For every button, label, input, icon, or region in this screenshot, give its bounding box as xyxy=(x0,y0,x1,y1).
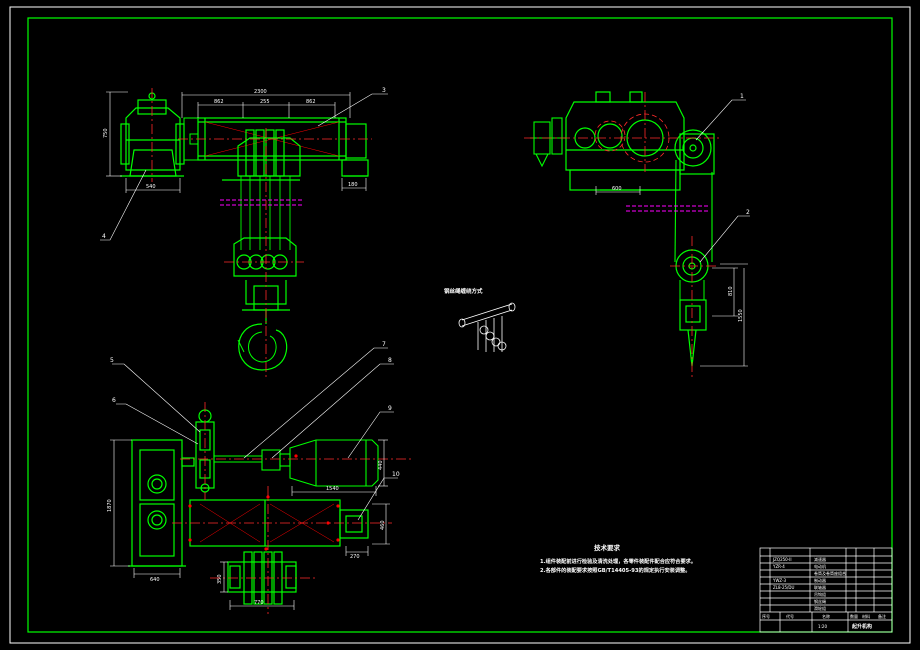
wiring-label: 钢丝绳缠绕方式 xyxy=(444,287,483,295)
tech-requirement-1: 1.组件装配前进行检验及清洗处理，各零件装配件配合应符合要求。 xyxy=(540,557,696,565)
tech-requirement-2: 2.各部件的装配要求按照GB/T14405-93的规定执行安装调整。 xyxy=(540,566,690,574)
tb-header: 序号 xyxy=(762,613,770,619)
tb-scale: 1:20 xyxy=(818,624,827,629)
dim-plan-gearbox-width: 640 xyxy=(150,577,160,583)
callout-9: 9 xyxy=(388,405,392,412)
dim-bearing-width: 770 xyxy=(254,600,264,606)
plan-view xyxy=(110,347,412,614)
dim-plan-total-height: 1870 xyxy=(107,499,113,512)
title-block-rows: JZQ250-II 减速器 YZR-4 电动机 卷筒及卷筒座组合 YWZ-3 制… xyxy=(772,556,846,611)
outer-border xyxy=(9,6,911,644)
tb-header: 数量 xyxy=(850,613,858,619)
dim-drum-end-width: 180 xyxy=(348,182,358,188)
callout-7: 7 xyxy=(382,341,386,348)
dim-motor-height: 440 xyxy=(378,460,384,470)
tb-header: 备注 xyxy=(878,613,886,619)
dim-drum-seg-left: 862 xyxy=(214,99,224,105)
tb-row-name: 滑轮组 xyxy=(814,605,826,611)
tb-row-name: 制动器 xyxy=(814,577,826,583)
tb-row-name: 电动机 xyxy=(814,563,826,569)
dim-gear-center: 600 xyxy=(612,186,622,192)
dim-motor-length: 1540 xyxy=(326,486,339,492)
tb-row-name: 联轴器 xyxy=(814,584,826,590)
callout-3: 3 xyxy=(382,87,386,94)
front-view xyxy=(100,88,388,380)
dim-drum-height: 750 xyxy=(103,128,109,138)
title-block-header: 序号 代号 名称 数量 材料 备注 xyxy=(762,613,886,619)
tb-row-code: JZQ250-II xyxy=(772,557,792,562)
callout-8: 8 xyxy=(388,357,392,364)
tb-row-name: 吊钩组 xyxy=(814,591,826,597)
dim-drum-seg-right: 862 xyxy=(306,99,316,105)
dim-hook-vert-2: 1550 xyxy=(738,309,744,322)
dim-drum-total: 2300 xyxy=(254,89,267,95)
tb-header: 代号 xyxy=(786,613,794,619)
callout-10: 10 xyxy=(392,471,400,478)
tb-row-name: 卷筒及卷筒座组合 xyxy=(814,570,846,576)
dim-plan-drum-end-width: 270 xyxy=(350,554,360,560)
callout-6: 6 xyxy=(112,397,116,404)
tb-header: 材料 xyxy=(862,613,870,619)
tb-drawing-title: 起升机构 xyxy=(851,623,872,630)
dim-bearing-height: 350 xyxy=(217,574,223,584)
callout-2: 2 xyxy=(746,209,750,216)
dim-drum-seg-mid: 255 xyxy=(260,99,270,105)
dim-gearbox-width: 540 xyxy=(146,184,156,190)
tech-requirements-title: 技术要求 xyxy=(594,543,621,552)
tb-row-code: YZR-4 xyxy=(772,564,785,569)
tb-row-name: 钢丝绳 xyxy=(814,598,826,604)
inner-border xyxy=(27,17,893,633)
callout-4: 4 xyxy=(102,233,106,240)
callout-5: 5 xyxy=(110,357,114,364)
rope-winding-diagram xyxy=(458,302,516,352)
tb-row-code: YWZ-3 xyxy=(772,578,787,583)
tb-row-name: 减速器 xyxy=(814,556,826,562)
side-view xyxy=(524,91,750,380)
tb-header: 名称 xyxy=(822,613,830,619)
tb-row-code: ZL8-25/DU xyxy=(773,585,794,590)
title-block xyxy=(759,547,893,633)
callout-1: 1 xyxy=(740,93,744,100)
dim-plan-drum-end-height: 460 xyxy=(380,520,386,530)
dim-hook-vert-1: 810 xyxy=(728,286,734,296)
